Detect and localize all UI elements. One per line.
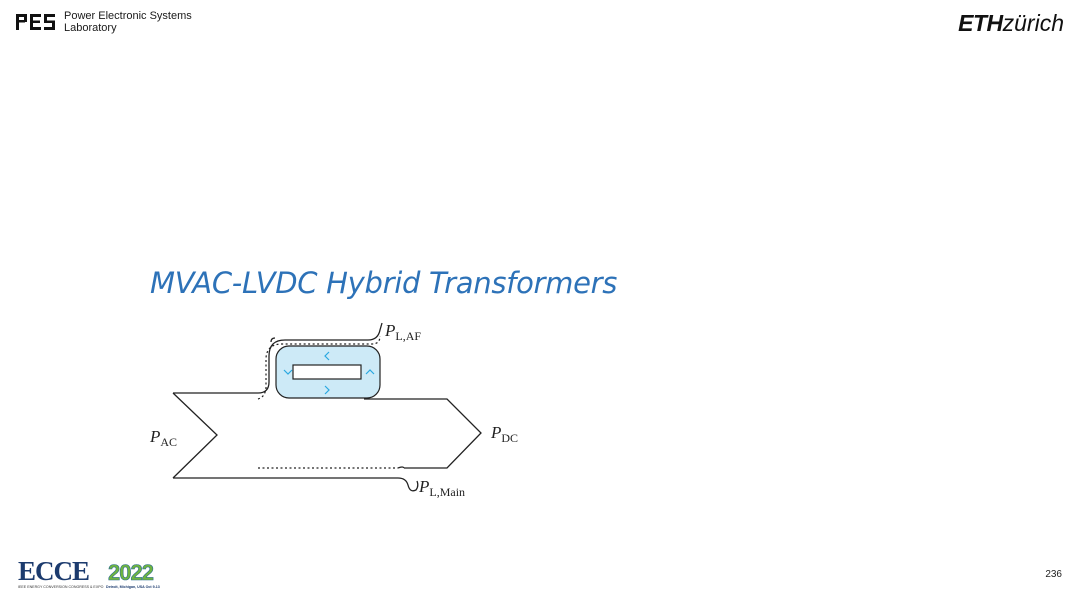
page-number: 236 xyxy=(1045,569,1062,580)
main-flow-bottom-right xyxy=(397,466,405,469)
af-loss-path xyxy=(257,335,381,400)
eth-logo-bold: ETH xyxy=(958,10,1003,36)
label-p-lmain: PL,Main xyxy=(418,477,465,499)
arrow-bottom-icon xyxy=(324,385,330,395)
lab-name-line2: Laboratory xyxy=(64,22,117,34)
eth-zurich-logo: ETHzürich xyxy=(958,10,1064,37)
ecce-year-text: 2022 xyxy=(108,560,154,585)
lab-name-line1: Power Electronic Systems xyxy=(64,10,192,22)
slide-title: MVAC-LVDC Hybrid Transformers xyxy=(150,266,618,300)
main-flow-top-right xyxy=(364,398,482,469)
ecce-location: Detroit, Michigan, USA Oct 9-13 xyxy=(106,585,160,589)
label-p-laf: PL,AF xyxy=(384,321,421,343)
eth-logo-light: zürich xyxy=(1002,10,1064,36)
main-flow-top-curve xyxy=(270,337,276,343)
label-p-dc: PDC xyxy=(490,423,518,445)
pes-logo xyxy=(16,13,56,36)
main-flow-bottom xyxy=(173,477,419,492)
arrow-left-icon xyxy=(283,369,293,375)
ecce-caption: IEEE ENERGY CONVERSION CONGRESS & EXPO xyxy=(18,585,104,589)
lab-name: Power Electronic Systems Laboratory xyxy=(64,10,192,34)
active-filter-converter xyxy=(275,345,381,399)
arrow-right-icon xyxy=(365,369,375,375)
main-flow-left-notch xyxy=(172,392,218,479)
power-flow-diagram: PAC PDC PL,AF PL,Main xyxy=(140,318,540,508)
ecce-2022-logo: ECCE 2022 IEEE ENERGY CONVERSION CONGRES… xyxy=(18,556,178,595)
arrow-top-icon xyxy=(324,351,330,361)
main-flow-top-left xyxy=(173,322,383,394)
ecce-logo-text: ECCE xyxy=(18,556,89,586)
label-p-ac: PAC xyxy=(149,427,177,449)
